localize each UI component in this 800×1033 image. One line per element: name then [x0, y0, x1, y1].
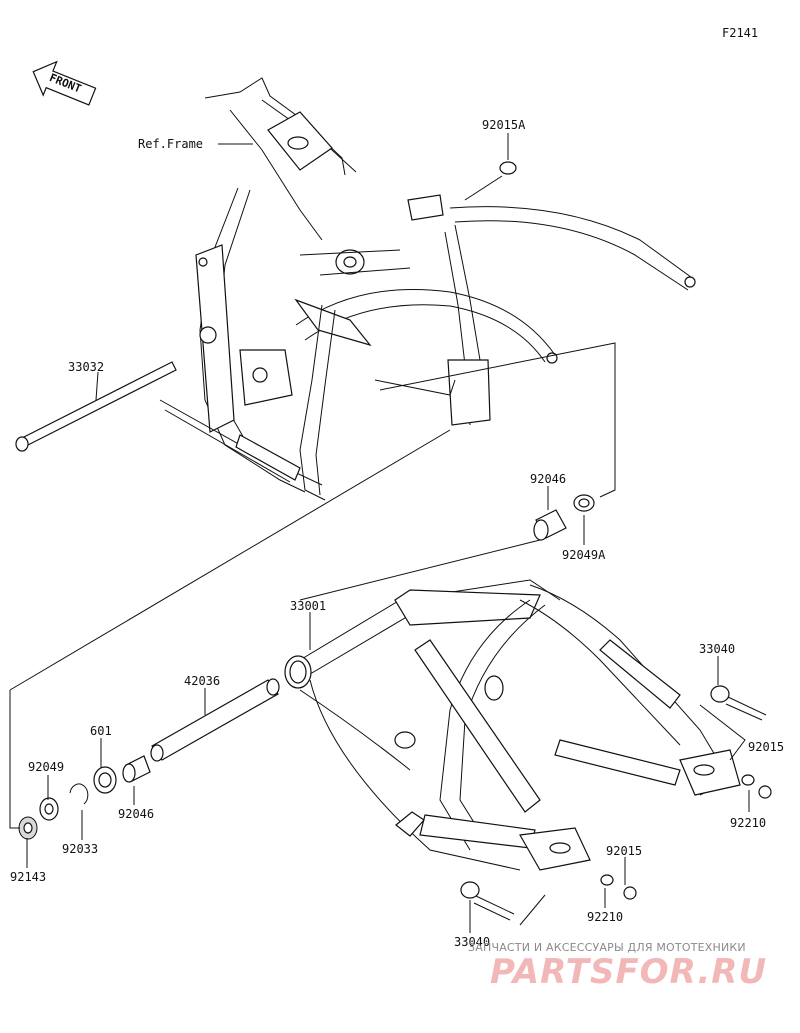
ref-frame-label: Ref.Frame [138, 137, 204, 151]
callout-33001: 33001 [290, 599, 327, 613]
watermark-subtitle: ЗАПЧАСТИ И АКСЕССУАРЫ ДЛЯ МОТОТЕХНИКИ [468, 941, 746, 954]
nut-92015A [499, 161, 517, 175]
callout-92015A: 92015A [482, 118, 526, 132]
nuts-bottom [600, 874, 637, 900]
swing-arm-drawing [284, 579, 741, 871]
front-arrow-icon [32, 60, 97, 106]
adjuster-bolt-33040-bottom [460, 881, 515, 921]
callout-92015-bottom: 92015 [606, 844, 643, 858]
callout-92049: 92049 [28, 760, 65, 774]
seal-92049A [573, 494, 595, 512]
callout-92033: 92033 [62, 842, 99, 856]
sleeve-42036 [150, 678, 280, 762]
seal-92049 [39, 797, 59, 821]
adjuster-bolt-33040-right [710, 685, 767, 721]
callout-92015-right: 92015 [748, 740, 785, 754]
bushing-92046-bottom [122, 755, 151, 783]
figure-code: F2141 [722, 26, 759, 40]
callout-92049A: 92049A [562, 548, 606, 562]
leader-lines [9, 133, 750, 933]
frame-drawing [159, 77, 696, 501]
callout-92046-top: 92046 [530, 472, 567, 486]
callout-601: 601 [90, 724, 112, 738]
callout-92210-right: 92210 [730, 816, 767, 830]
callout-92210-bottom: 92210 [587, 910, 624, 924]
callout-92046-bottom: 92046 [118, 807, 155, 821]
watermark-brand: PARTSFOR.RU [490, 952, 768, 992]
callout-33040-right: 33040 [699, 642, 736, 656]
cap-92143 [18, 816, 38, 840]
callout-42036: 42036 [184, 674, 221, 688]
bushing-92046-top [533, 509, 567, 541]
bearing-601 [93, 766, 117, 794]
circlip-92033 [69, 783, 89, 805]
callout-92143: 92143 [10, 870, 47, 884]
callout-33032: 33032 [68, 360, 105, 374]
callout-33040-bottom: 33040 [454, 935, 491, 949]
nuts-right [741, 774, 772, 799]
pivot-shaft-33032 [15, 361, 177, 452]
